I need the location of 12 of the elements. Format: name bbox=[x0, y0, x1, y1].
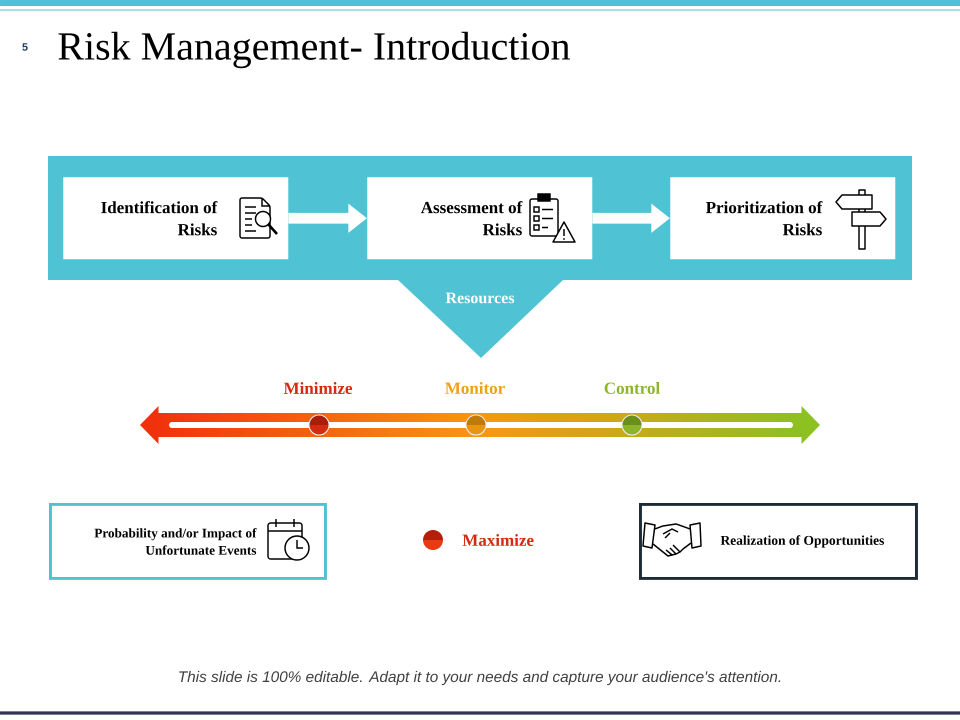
page-number: 5 bbox=[22, 43, 28, 51]
process-box: Prioritization of Risks bbox=[670, 177, 896, 260]
info-box: Realization of Opportunities bbox=[639, 503, 918, 580]
scale-label: Maximize bbox=[462, 534, 534, 546]
scale-label: Monitor bbox=[445, 382, 505, 394]
slide-title: Risk Management- Introduction bbox=[58, 32, 570, 68]
process-box: Assessment of Risks bbox=[367, 177, 592, 260]
process-box: Identification of Risks bbox=[63, 177, 288, 260]
scale-label: Control bbox=[604, 382, 660, 394]
scale-label: Minimize bbox=[284, 382, 352, 394]
info-box: Probability and/or Impact of Unfortunate Events bbox=[49, 503, 327, 580]
footer-note: This slide is 100% editable. Adapt it to your needs and capture your audience's attention. bbox=[179, 670, 780, 686]
